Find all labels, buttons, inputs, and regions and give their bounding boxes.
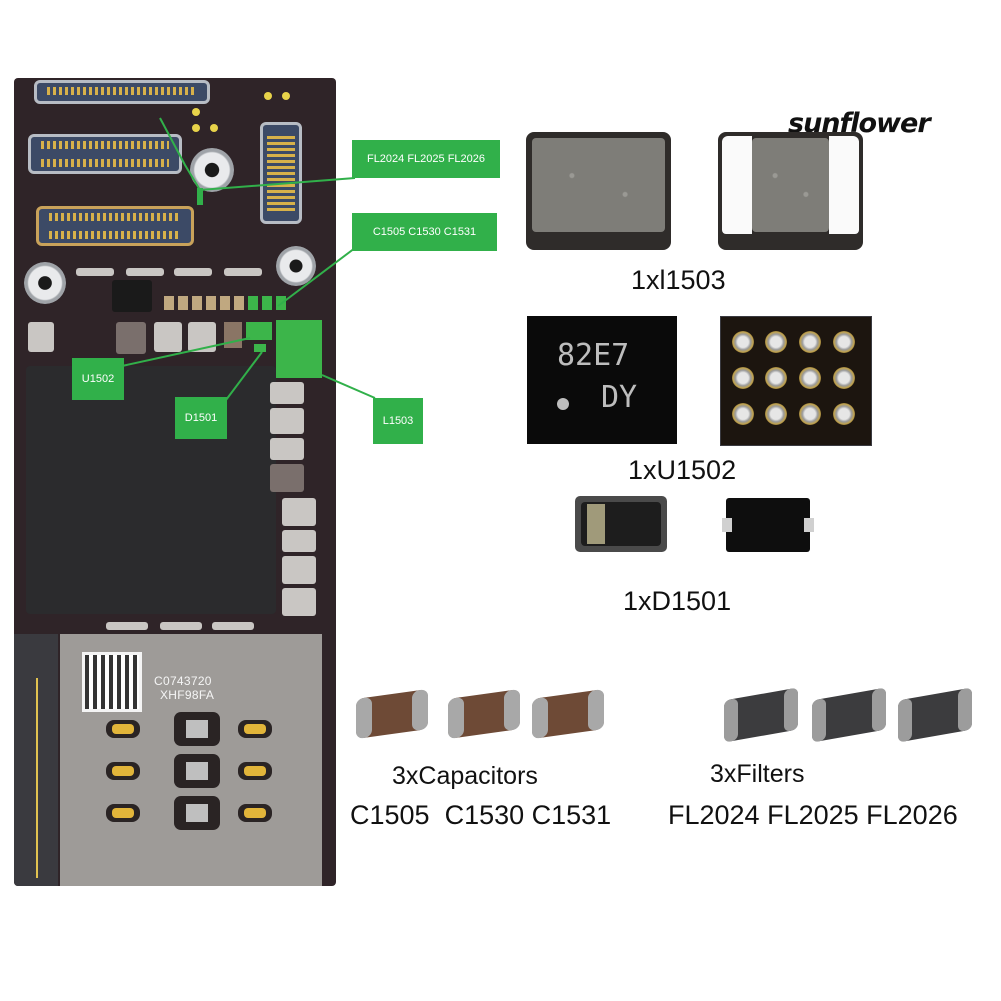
test-point (264, 92, 272, 100)
test-point (210, 124, 218, 132)
pad (270, 382, 304, 404)
screw-hole (276, 246, 316, 286)
sim-contact (174, 712, 220, 746)
diode-bottom-photo (722, 498, 814, 552)
capacitors-title: 3xCapacitors (392, 762, 538, 790)
highlight-d1501 (254, 344, 266, 352)
leader-d1501 (225, 351, 263, 401)
leader-u1502 (121, 337, 251, 367)
pad (212, 622, 254, 630)
ic-label: 1xU1502 (628, 455, 737, 485)
pad (282, 530, 316, 552)
logic-board-photo: C0743720 XHF98FA (14, 78, 336, 886)
sim-serial-2: XHF98FA (160, 688, 215, 702)
pad (116, 322, 146, 354)
diode-top-photo (575, 496, 667, 552)
pad (282, 498, 316, 526)
callout-capacitors: C1505 C1530 C1531 (352, 213, 497, 251)
leader-l1503 (321, 374, 376, 399)
test-point (192, 108, 200, 116)
highlight-capacitor (248, 296, 258, 310)
inductor-label: 1xl1503 (631, 265, 726, 295)
smd-component (164, 296, 174, 310)
ic-marking-2: DY (601, 380, 638, 415)
test-point (282, 92, 290, 100)
sim-serial-1: C0743720 (154, 674, 212, 688)
sim-contact (238, 762, 272, 780)
sim-contact (106, 804, 140, 822)
callout-filters: FL2024 FL2025 FL2026 (352, 140, 500, 178)
ic-bga-photo (720, 316, 872, 446)
smd-component (178, 296, 188, 310)
smd-component (234, 296, 244, 310)
leader-capacitors (277, 247, 356, 307)
pad (28, 322, 54, 352)
pad (282, 556, 316, 584)
highlight-l1503 (276, 320, 322, 378)
pad (160, 622, 202, 630)
sim-contact (238, 720, 272, 738)
vertical-connector (260, 122, 302, 224)
diode-label: 1xD1501 (623, 586, 732, 616)
ic-marking-1: 82E7 (557, 338, 630, 373)
callout-d1501: D1501 (175, 397, 227, 439)
highlight-u1502 (246, 322, 272, 340)
sim-contact (106, 762, 140, 780)
pad (76, 268, 114, 276)
antenna-wire (36, 678, 44, 878)
sim-contact (238, 804, 272, 822)
main-chip (26, 366, 276, 614)
pad (270, 438, 304, 460)
smd-component (192, 296, 202, 310)
capacitors-parts: C1505 C1530 C1531 (350, 800, 612, 830)
inductor-top-photo (526, 132, 671, 250)
datamatrix-code (82, 652, 142, 712)
flex-connector-2 (36, 206, 194, 246)
sim-contact (174, 796, 220, 830)
filters-parts: FL2024 FL2025 FL2026 (668, 800, 958, 830)
sim-contact (174, 754, 220, 788)
ic-top-photo: 82E7 DY (527, 316, 677, 444)
pad (174, 268, 212, 276)
sim-contact (106, 720, 140, 738)
smd-component (206, 296, 216, 310)
pad (282, 588, 316, 616)
top-connector (34, 80, 210, 104)
pad (224, 268, 262, 276)
pad (154, 322, 182, 352)
flex-connector-1 (28, 134, 182, 174)
smd-component (220, 296, 230, 310)
filters-title: 3xFilters (710, 760, 805, 788)
test-point (192, 124, 200, 132)
pin1-dot (557, 398, 569, 410)
callout-u1502: U1502 (72, 358, 124, 400)
small-ic (112, 280, 152, 312)
pad (270, 464, 304, 492)
screw-hole (24, 262, 66, 304)
pad (126, 268, 164, 276)
inductor-bottom-photo (718, 132, 863, 250)
leader-filters (159, 117, 356, 192)
callout-l1503: L1503 (373, 398, 423, 444)
pad (106, 622, 148, 630)
highlight-capacitor (262, 296, 272, 310)
pad (270, 408, 304, 434)
